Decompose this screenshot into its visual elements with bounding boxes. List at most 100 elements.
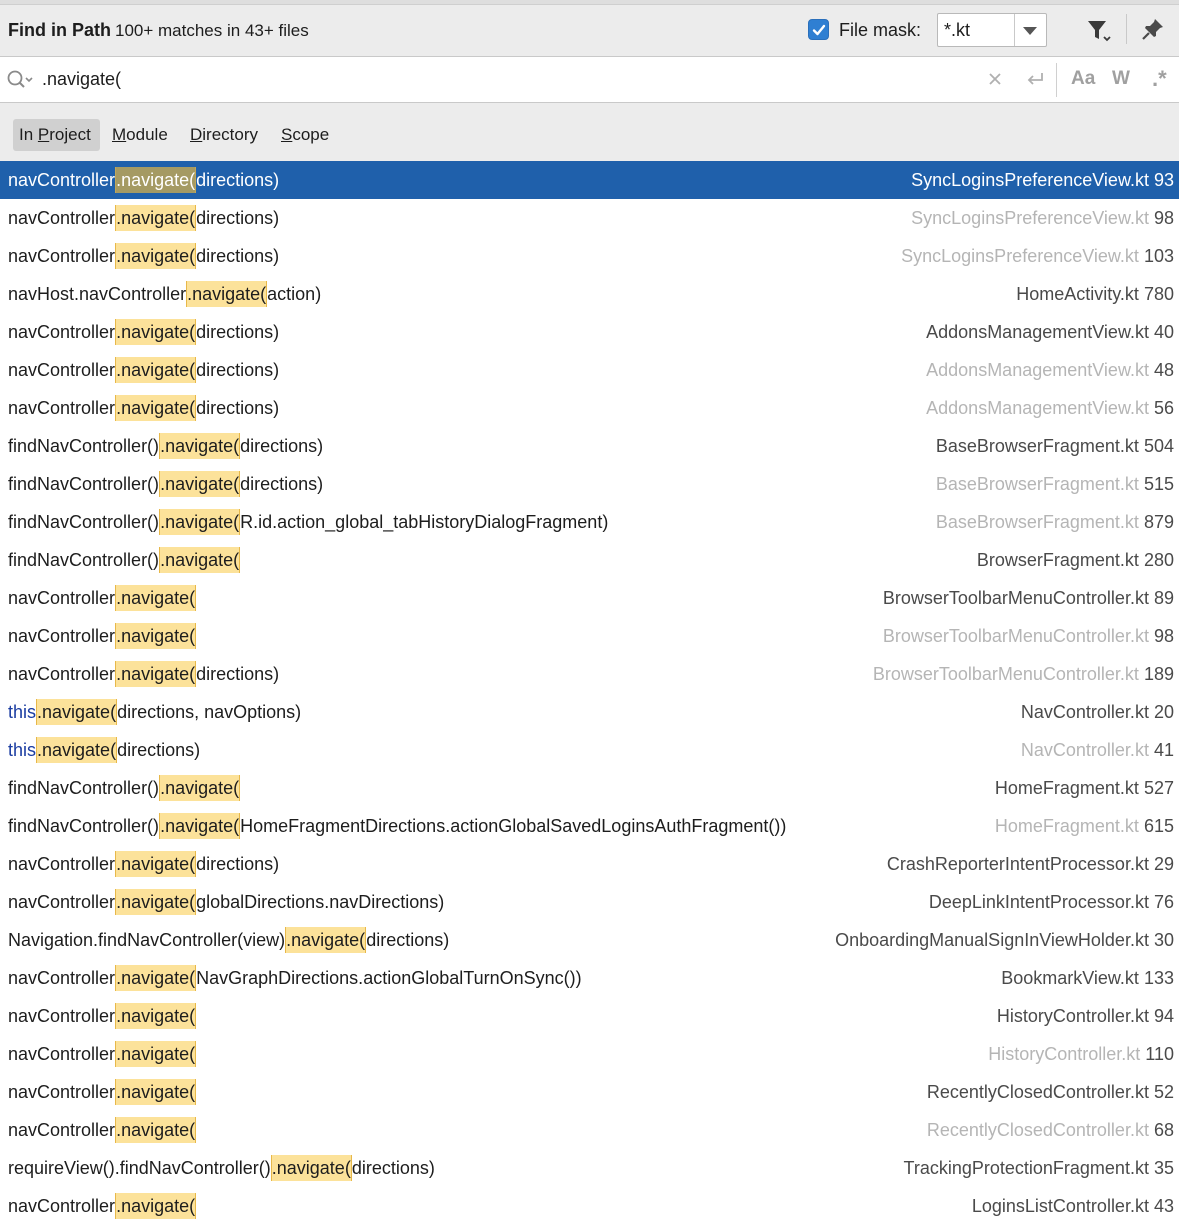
search-input[interactable] — [42, 65, 942, 93]
tab-directory[interactable]: Directory — [184, 119, 264, 151]
result-match-highlight: .navigate( — [159, 471, 241, 497]
result-line-number: 30 — [1153, 930, 1174, 950]
file-mask-combobox[interactable] — [937, 13, 1047, 47]
result-code-prefix: navController — [8, 208, 116, 228]
result-row[interactable]: requireView().findNavController().naviga… — [0, 1149, 1179, 1187]
result-file-location: BaseBrowserFragment.kt 515 — [936, 465, 1174, 503]
result-row[interactable]: this.navigate(directions, navOptions)Nav… — [0, 693, 1179, 731]
result-match-highlight: .navigate( — [115, 205, 197, 231]
result-row[interactable]: this.navigate(directions)NavController.k… — [0, 731, 1179, 769]
result-line-number: 20 — [1153, 702, 1174, 722]
result-file-name: CrashReporterIntentProcessor.kt — [886, 854, 1149, 874]
result-file-name: BaseBrowserFragment.kt — [935, 474, 1139, 494]
regex-toggle[interactable]: .* — [1152, 66, 1167, 91]
result-code-prefix: navController — [8, 892, 116, 912]
result-code-suffix: action) — [267, 284, 322, 304]
result-file-name: HistoryController.kt — [996, 1006, 1149, 1026]
result-row[interactable]: navController.navigate(globalDirections.… — [0, 883, 1179, 921]
result-file-name: OnboardingManualSignInViewHolder.kt — [835, 930, 1149, 950]
result-file-name: BrowserToolbarMenuController.kt — [872, 664, 1139, 684]
result-row[interactable]: navController.navigate(RecentlyClosedCon… — [0, 1111, 1179, 1149]
result-row[interactable]: Navigation.findNavController(view).navig… — [0, 921, 1179, 959]
result-code: navController.navigate( — [8, 1073, 197, 1111]
result-row[interactable]: findNavController().navigate(HomeFragmen… — [0, 807, 1179, 845]
result-row[interactable]: navController.navigate(directions)SyncLo… — [0, 161, 1179, 199]
result-row[interactable]: navController.navigate(directions) CrashR… — [0, 845, 1179, 883]
result-row[interactable]: navController.navigate(directions)Addons… — [0, 389, 1179, 427]
result-code-prefix: navController — [8, 968, 116, 988]
result-code-prefix: navController — [8, 1120, 116, 1140]
result-file-location: SyncLoginsPreferenceView.kt 93 — [911, 161, 1174, 199]
result-file-location: AddonsManagementView.kt 56 — [926, 389, 1174, 427]
result-code: navController.navigate(directions) — [8, 313, 279, 351]
chevron-down-icon[interactable] — [1023, 27, 1037, 35]
result-row[interactable]: navController.navigate(NavGraphDirection… — [0, 959, 1179, 997]
result-code: navController.navigate(NavGraphDirection… — [8, 959, 582, 997]
result-line-number: 68 — [1153, 1120, 1174, 1140]
search-icon[interactable] — [6, 69, 34, 91]
tab-in-project[interactable]: In Project — [13, 119, 100, 151]
result-code: this.navigate(directions) — [8, 731, 200, 769]
result-line-number: 189 — [1143, 664, 1174, 684]
result-file-location: NavController.kt 20 — [1021, 693, 1174, 731]
tab-scope[interactable]: Scope — [275, 119, 335, 151]
filter-icon[interactable] — [1086, 18, 1114, 44]
whole-words-toggle[interactable]: W — [1112, 68, 1130, 89]
result-code: navController.navigate( — [8, 997, 197, 1035]
result-code: navController.navigate( — [8, 1187, 197, 1225]
result-row[interactable]: navController.navigate(directions)SyncLo… — [0, 199, 1179, 237]
file-mask-input[interactable] — [938, 14, 1026, 46]
result-row[interactable]: navController.navigate(HistoryController… — [0, 1035, 1179, 1073]
result-row[interactable]: navController.navigate( HistoryController… — [0, 997, 1179, 1035]
result-code-prefix: Navigation.findNavController(view) — [8, 930, 286, 950]
result-code-prefix: navController — [8, 1082, 116, 1102]
result-row[interactable]: findNavController().navigate(HomeFragmen… — [0, 769, 1179, 807]
result-line-number: 615 — [1143, 816, 1174, 836]
new-line-icon[interactable] — [1024, 70, 1046, 90]
result-row[interactable]: navController.navigate(LoginsListControl… — [0, 1187, 1179, 1225]
search-bar: Aa W .* — [0, 57, 1179, 103]
result-line-number: 780 — [1143, 284, 1174, 304]
close-icon[interactable] — [987, 71, 1003, 87]
result-match-highlight: .navigate( — [115, 661, 197, 687]
result-line-number: 110 — [1145, 1044, 1174, 1064]
result-match-highlight: .navigate( — [115, 243, 197, 269]
result-row[interactable]: navController.navigate(directions) SyncLo… — [0, 237, 1179, 275]
result-line-number: 879 — [1143, 512, 1174, 532]
result-row[interactable]: navController.navigate(BrowserToolbarMen… — [0, 579, 1179, 617]
file-mask-checkbox[interactable] — [808, 19, 829, 40]
result-row[interactable]: findNavController().navigate(directions)… — [0, 465, 1179, 503]
result-code-prefix: navController — [8, 322, 116, 342]
result-row[interactable]: navController.navigate(directions)Addons… — [0, 351, 1179, 389]
result-code-prefix: findNavController() — [8, 778, 160, 798]
result-row[interactable]: navController.navigate(BrowserToolbarMen… — [0, 617, 1179, 655]
result-row[interactable]: findNavController().navigate(directions)… — [0, 427, 1179, 465]
result-code: navHost.navController.navigate(action) — [8, 275, 321, 313]
result-code-prefix: requireView().findNavController() — [8, 1158, 271, 1178]
result-match-highlight: .navigate( — [159, 509, 241, 535]
result-match-highlight: .navigate( — [115, 585, 197, 611]
result-file-name: SyncLoginsPreferenceView.kt — [901, 246, 1139, 266]
pin-icon[interactable] — [1141, 17, 1165, 41]
result-file-name: BrowserFragment.kt — [976, 550, 1139, 570]
result-code: navController.navigate(directions) — [8, 845, 279, 883]
result-row[interactable]: findNavController().navigate(BrowserFrag… — [0, 541, 1179, 579]
result-file-name: RecentlyClosedController.kt — [926, 1082, 1149, 1102]
result-file-location: BookmarkView.kt 133 — [1001, 959, 1174, 997]
result-file-name: AddonsManagementView.kt — [926, 398, 1149, 418]
result-match-highlight: .navigate( — [36, 699, 118, 725]
result-row[interactable]: navController.navigate(directions)Browse… — [0, 655, 1179, 693]
result-match-highlight: .navigate( — [285, 927, 367, 953]
result-row[interactable]: navController.navigate(directions)Addons… — [0, 313, 1179, 351]
result-match-highlight: .navigate( — [115, 319, 197, 345]
tab-module[interactable]: Module — [106, 119, 174, 151]
result-file-location: RecentlyClosedController.kt 68 — [927, 1111, 1174, 1149]
result-row[interactable]: navHost.navController.navigate(action)Ho… — [0, 275, 1179, 313]
match-case-toggle[interactable]: Aa — [1071, 68, 1096, 89]
result-row[interactable]: findNavController().navigate(R.id.action… — [0, 503, 1179, 541]
result-row[interactable]: navController.navigate( RecentlyClosedCon… — [0, 1073, 1179, 1111]
result-code-prefix: navController — [8, 246, 116, 266]
result-code: navController.navigate(directions) — [8, 237, 279, 275]
